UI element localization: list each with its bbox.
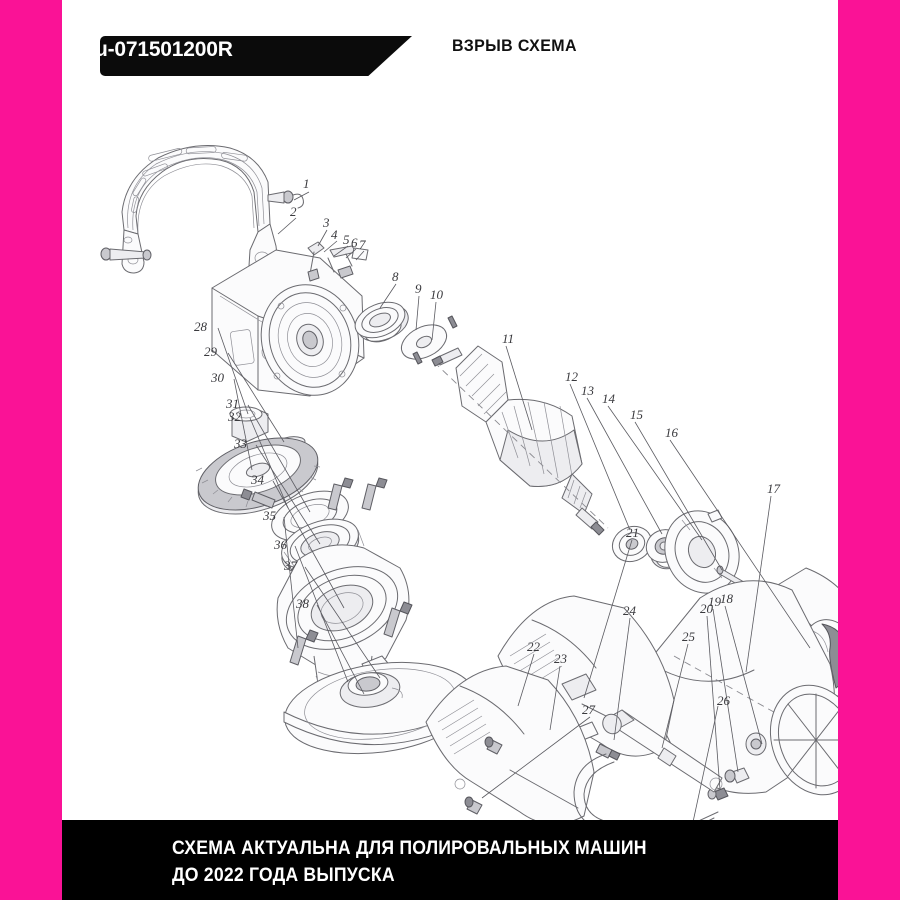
part-28-bushing	[229, 406, 269, 443]
sku-banner	[100, 36, 412, 76]
callout-5: 5	[343, 232, 350, 247]
footer-bar: СХЕМА АКТУАЛЬНА ДЛЯ ПОЛИРОВАЛЬНЫХ МАШИН …	[62, 820, 838, 900]
sku-label: Au-071501200R	[80, 38, 233, 61]
part-35-screws	[289, 601, 413, 666]
callout-34: 34	[250, 472, 265, 487]
part-31-screws	[240, 477, 388, 511]
callout-leaders	[217, 191, 811, 820]
header: Au-071501200R ВЗРЫВ СХЕМА	[62, 0, 838, 100]
part-8-bearing	[354, 301, 409, 343]
callout-30: 30	[210, 370, 225, 385]
callout-29: 29	[204, 344, 218, 359]
armature-fan	[455, 345, 509, 423]
callout-36: 36	[273, 537, 288, 552]
part-lower-handle-shell	[425, 665, 595, 820]
diagram-canvas: 1 2 3 4 5 6 7 8 9 10 11 12 13 14 15 16 1…	[100, 145, 838, 820]
callout-21: 21	[626, 525, 639, 540]
callout-27: 27	[582, 702, 596, 717]
motor-rear-cap	[769, 684, 838, 796]
callout-14: 14	[602, 391, 616, 406]
callout-1: 1	[303, 176, 310, 191]
callout-31: 31	[225, 396, 239, 411]
callout-20: 20	[700, 601, 714, 616]
part-17-motor-housing	[647, 580, 838, 801]
callout-35: 35	[262, 508, 277, 523]
callout-33: 33	[233, 436, 248, 451]
callout-12: 12	[565, 369, 579, 384]
part-38-backing-plate	[283, 661, 477, 755]
part-handle-bolt-left	[100, 247, 152, 261]
callout-28: 28	[194, 319, 208, 334]
gear-housing-face	[260, 284, 360, 396]
callout-24: 24	[623, 603, 637, 618]
part-12-bearing	[611, 525, 653, 563]
accent-stripe-left	[0, 0, 62, 900]
footer-text-block: СХЕМА АКТУАЛЬНА ДЛЯ ПОЛИРОВАЛЬНЫХ МАШИН …	[172, 835, 818, 889]
part-27-screw	[464, 796, 483, 815]
callout-16: 16	[665, 425, 679, 440]
footer-line-2: ДО 2022 ГОДА ВЫПУСКА	[172, 865, 395, 886]
callout-11: 11	[502, 331, 514, 346]
part-11-armature	[431, 345, 609, 536]
part-lower-screw	[484, 736, 503, 755]
parts-18-20-hardware	[707, 732, 767, 801]
callout-numbers: 1 2 3 4 5 6 7 8 9 10 11 12 13 14 15 16 1…	[194, 176, 781, 717]
page-title: ВЗРЫВ СХЕМА	[452, 36, 577, 55]
parts-3-7-small-hardware	[307, 241, 369, 282]
callout-26: 26	[717, 693, 731, 708]
footer-line-1: СХЕМА АКТУАЛЬНА ДЛЯ ПОЛИРОВАЛЬНЫХ МАШИН	[172, 838, 647, 859]
callout-22: 22	[527, 639, 541, 654]
callout-38: 38	[295, 596, 310, 611]
part-26-power-cord	[573, 753, 719, 820]
part-1-bolt	[267, 190, 304, 209]
accent-stripe-right	[838, 0, 900, 900]
part-10-pin	[412, 315, 458, 365]
exploded-diagram: 1 2 3 4 5 6 7 8 9 10 11 12 13 14 15 16 1…	[62, 100, 838, 820]
callout-10: 10	[430, 287, 444, 302]
callout-17: 17	[767, 481, 781, 496]
callout-7: 7	[359, 237, 366, 252]
callout-19: 19	[708, 594, 722, 609]
part-30-bevel-gear	[195, 437, 321, 515]
callout-4: 4	[331, 227, 338, 242]
part-gear-housing	[211, 241, 369, 397]
callout-2: 2	[290, 204, 297, 219]
callout-8: 8	[392, 269, 399, 284]
callout-9: 9	[415, 281, 422, 296]
callout-3: 3	[322, 215, 330, 230]
callout-18: 18	[720, 591, 734, 606]
part-25-cord-sleeve	[602, 709, 723, 793]
callout-15: 15	[630, 407, 644, 422]
callout-13: 13	[581, 383, 595, 398]
callout-6: 6	[351, 235, 358, 250]
callout-23: 23	[554, 651, 568, 666]
callout-32: 32	[227, 409, 242, 424]
callout-25: 25	[682, 629, 696, 644]
part-9-washer	[400, 324, 448, 360]
callout-37: 37	[283, 558, 298, 573]
